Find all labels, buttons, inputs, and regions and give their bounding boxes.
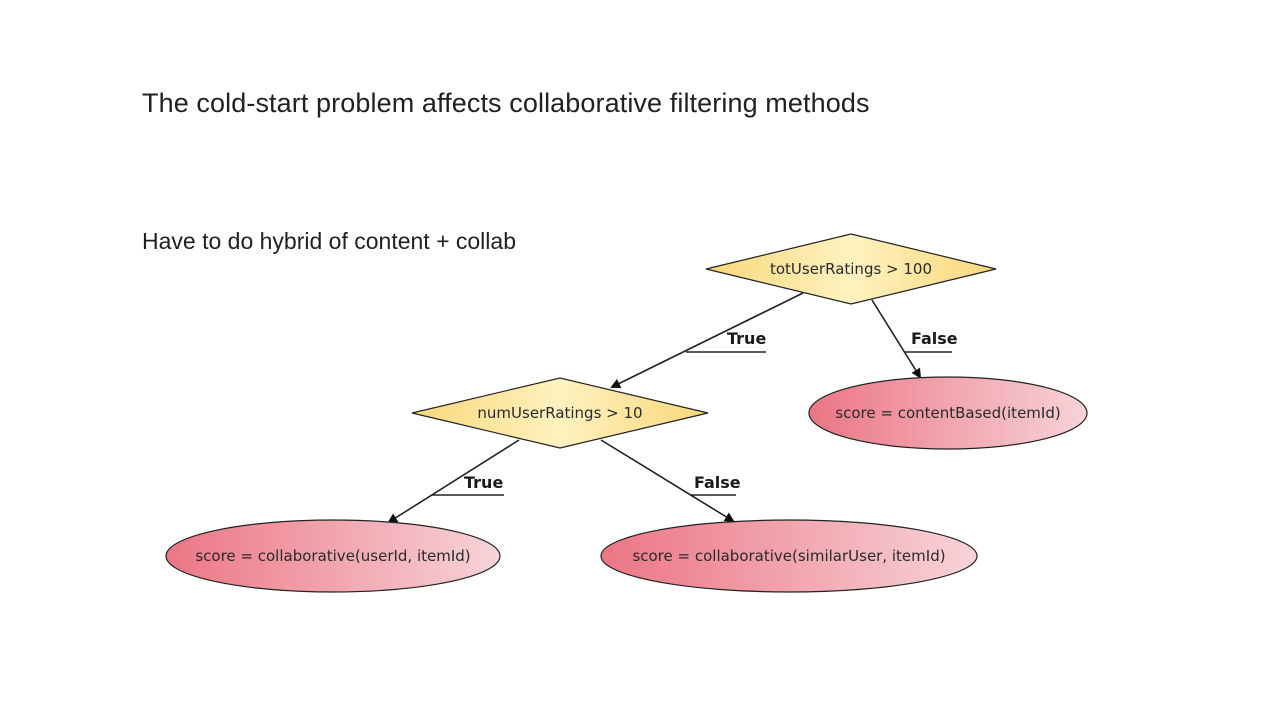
edge-label-root-true: True [727,329,766,348]
edge-label-inner-false: False [694,473,741,492]
outcome-node-collab-user: score = collaborative(userId, itemId) [165,519,501,593]
slide-title: The cold-start problem affects collabora… [142,88,870,118]
decision-node-inner-label: numUserRatings > 10 [477,404,642,422]
edge-label-inner-true: True [464,473,503,492]
outcome-node-collab-user-label: score = collaborative(userId, itemId) [195,547,470,565]
edge-label-root-false: False [911,329,958,348]
edge-inner-false: False [600,439,741,523]
decision-node-root: totUserRatings > 100 [705,233,997,305]
edge-root-false: False [871,299,958,379]
outcome-node-collab-similar: score = collaborative(similarUser, itemI… [600,519,978,593]
slide-subtitle: Have to do hybrid of content + collab [142,228,516,254]
outcome-node-content-based: score = contentBased(itemId) [808,376,1088,450]
decision-node-inner: numUserRatings > 10 [411,377,709,449]
edge-inner-true: True [387,439,520,524]
outcome-node-content-based-label: score = contentBased(itemId) [835,404,1060,422]
decision-node-root-label: totUserRatings > 100 [770,260,932,278]
edge-root-true: True [610,292,804,388]
outcome-node-collab-similar-label: score = collaborative(similarUser, itemI… [632,547,945,565]
